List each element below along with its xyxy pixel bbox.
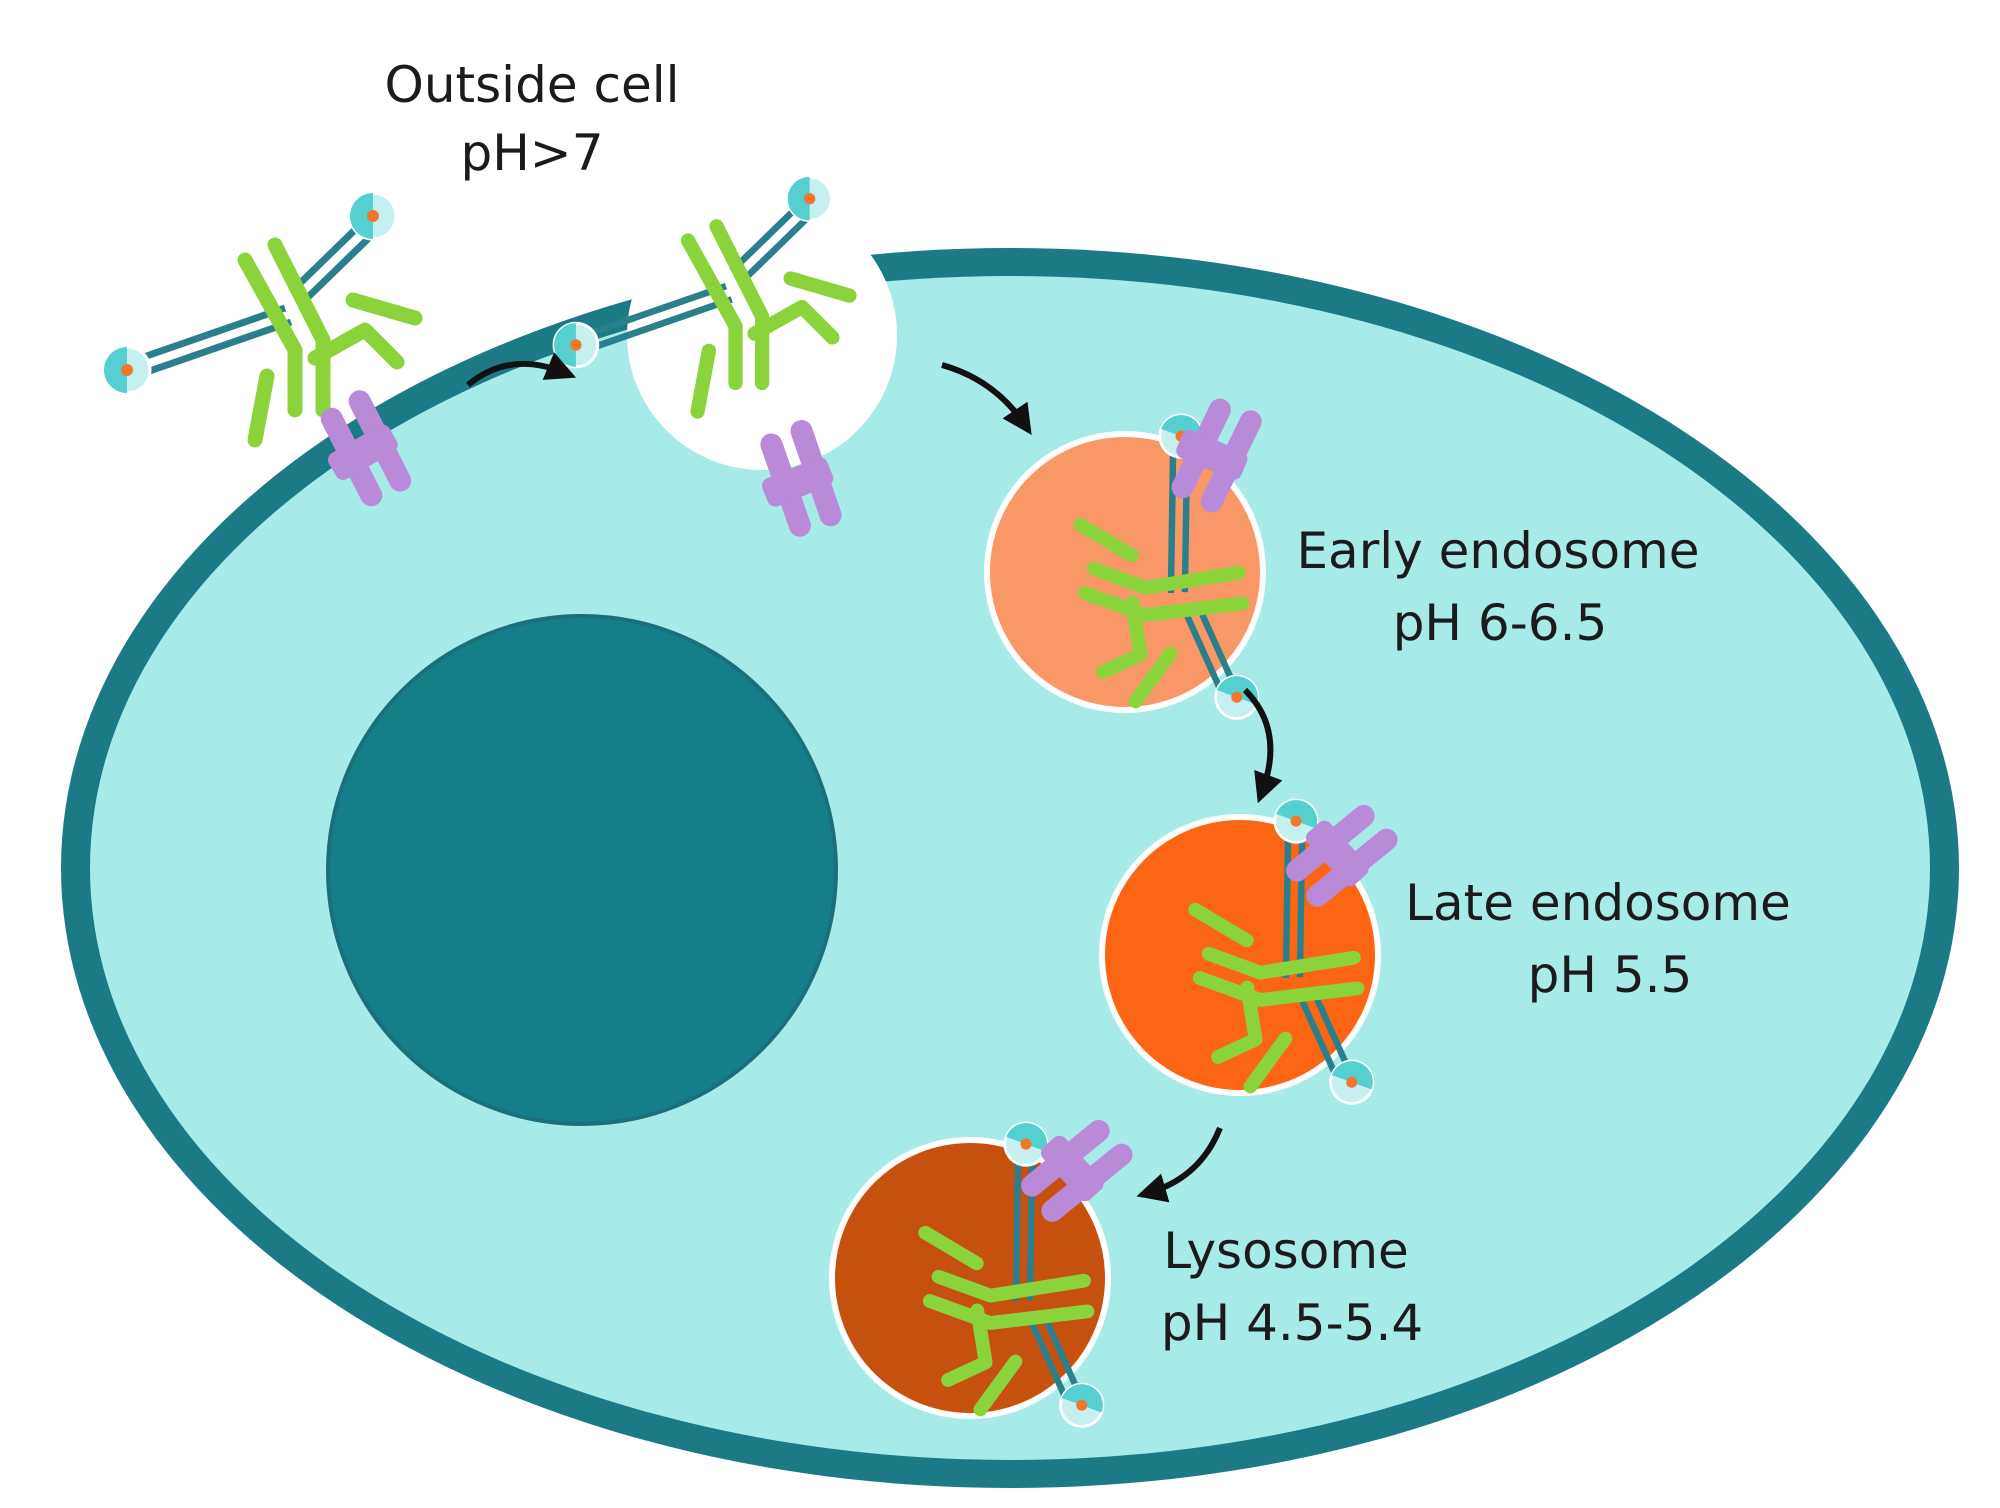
nucleus: [326, 614, 838, 1126]
label-early-endosome-ph: pH 6-6.5: [1393, 594, 1608, 652]
late-endosome: [1099, 814, 1381, 1096]
label-lysosome-title: Lysosome: [1163, 1222, 1409, 1280]
arrow-membrane-to-vesicle: [466, 352, 577, 388]
lysosome: [829, 1137, 1111, 1419]
label-late-endosome-ph: pH 5.5: [1528, 946, 1693, 1004]
label-late-endosome-title: Late endosome: [1405, 874, 1791, 932]
early-endosome: [984, 431, 1266, 713]
label-early-endosome-title: Early endosome: [1296, 522, 1699, 580]
arrow-early-to-late: [1242, 687, 1283, 804]
label-outside-cell-ph: pH>7: [460, 124, 603, 182]
arrow-late-to-lysosome: [1136, 1126, 1223, 1203]
cytoplasm: [90, 276, 1930, 1460]
label-outside-cell-title: Outside cell: [384, 56, 679, 114]
label-lysosome-ph: pH 4.5-5.4: [1161, 1294, 1423, 1352]
arrow-vesicle-to-early: [941, 362, 1032, 435]
